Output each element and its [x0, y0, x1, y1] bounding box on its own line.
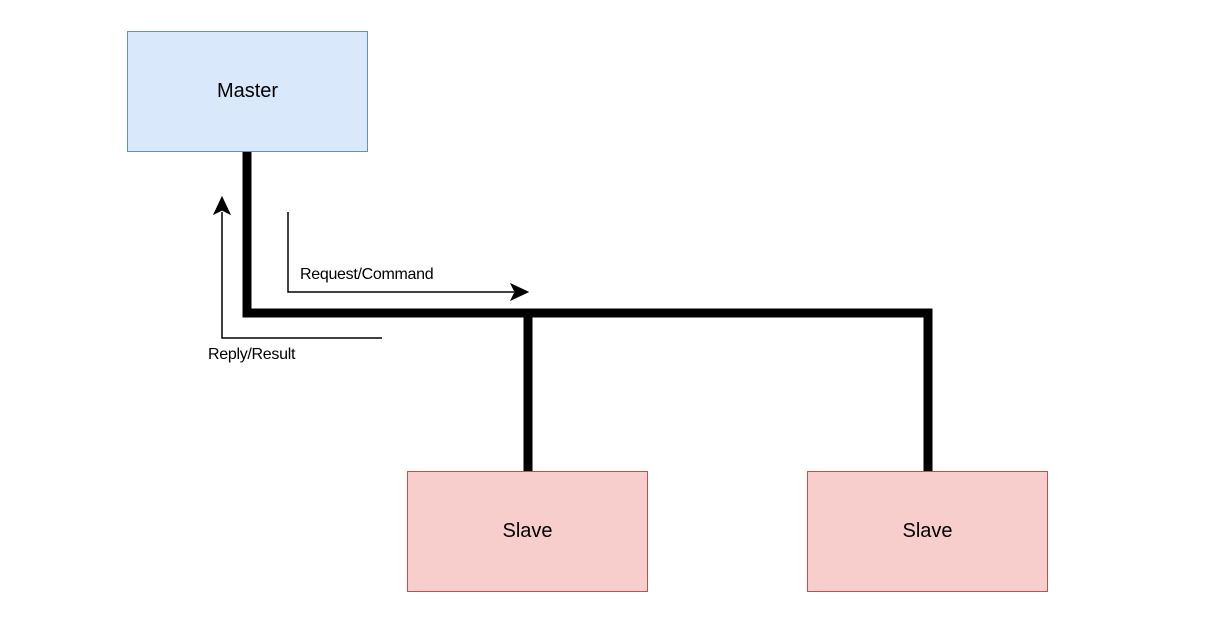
slave-node-1-label: Slave	[502, 520, 553, 542]
bus-lines	[242, 152, 933, 471]
master-node-label: Master	[216, 80, 279, 102]
slave-node-2-label: Slave	[902, 520, 953, 542]
bus-to-slave-2-line	[528, 308, 933, 471]
slave-node-1: Slave	[407, 471, 648, 592]
master-to-bus-line	[242, 152, 528, 318]
request-arrow-head-icon	[509, 282, 530, 302]
request-arrow	[287, 212, 530, 302]
master-node: Master	[127, 31, 368, 152]
reply-arrow	[212, 195, 382, 339]
reply-arrow-head-icon	[212, 195, 232, 216]
reply-arrow-line	[221, 212, 382, 339]
slave-node-2: Slave	[807, 471, 1048, 592]
reply-result-label: Reply/Result	[208, 346, 296, 363]
request-arrow-line	[287, 212, 514, 293]
request-command-label: Request/Command	[300, 266, 434, 283]
